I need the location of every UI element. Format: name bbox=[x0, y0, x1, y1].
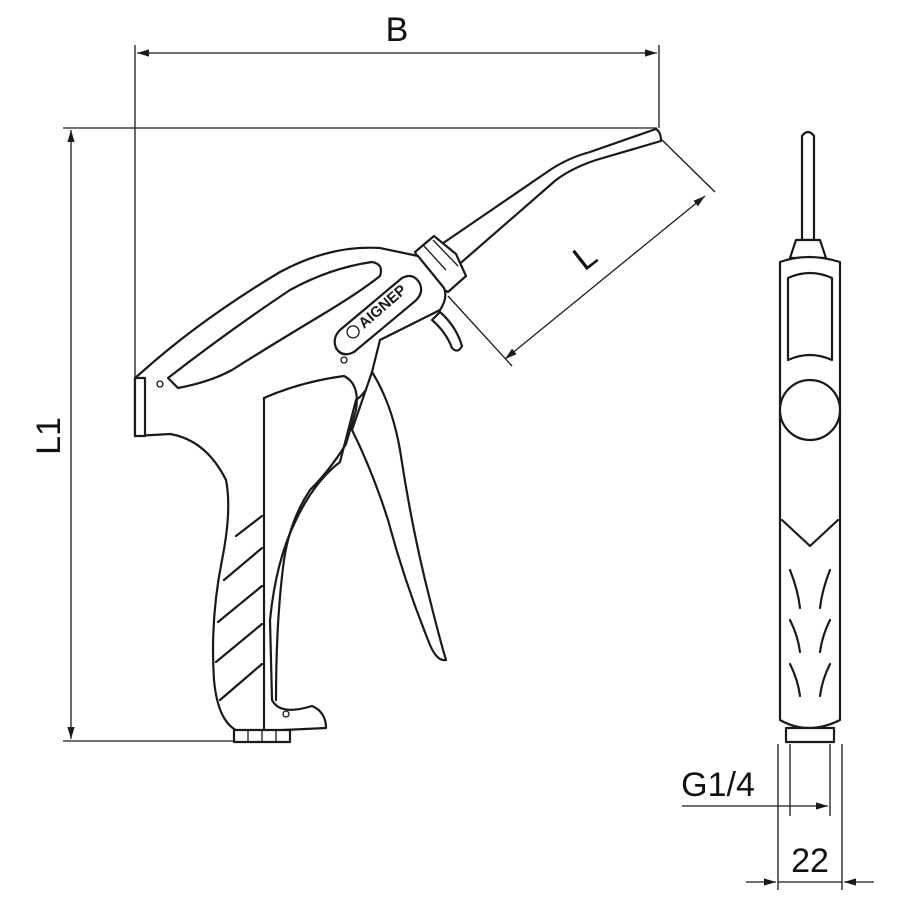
front-trigger-knob bbox=[778, 378, 842, 442]
screw-hole bbox=[156, 380, 164, 388]
nozzle-tube bbox=[434, 127, 663, 276]
grip-rib bbox=[218, 662, 264, 702]
nut-edge-1 bbox=[423, 245, 447, 271]
front-inlet-fitting bbox=[784, 726, 836, 744]
upper-loop-opening bbox=[166, 260, 383, 390]
front-nozzle bbox=[800, 130, 816, 242]
screw-hole bbox=[340, 356, 348, 364]
front-nut bbox=[788, 238, 828, 260]
blow-gun-side-view: AIGNEP bbox=[133, 127, 663, 744]
grip-rib-pair bbox=[788, 662, 832, 698]
blow-gun-front-view: G1/4 22 bbox=[681, 130, 874, 890]
dimension-line-l bbox=[504, 195, 706, 360]
grip-rib bbox=[234, 514, 264, 538]
nut-edge-2 bbox=[432, 239, 459, 267]
dimension-l1: L1 bbox=[30, 127, 657, 742]
logo-badge bbox=[333, 274, 423, 356]
grip-rib bbox=[216, 584, 264, 624]
front-grip-chevron bbox=[780, 518, 840, 548]
label-g14: G1/4 bbox=[681, 766, 755, 804]
front-body bbox=[778, 255, 842, 730]
label-b: B bbox=[386, 11, 409, 49]
grip-rib-pair bbox=[788, 568, 832, 610]
label-l: L bbox=[566, 237, 604, 279]
trigger-lever bbox=[350, 370, 448, 662]
dimension-b: B bbox=[134, 11, 660, 378]
extension-line-nozzle-base bbox=[447, 295, 513, 367]
front-plate bbox=[133, 376, 147, 438]
label-l1: L1 bbox=[30, 417, 68, 455]
grip-rib-pair bbox=[788, 618, 832, 654]
screw-hole bbox=[282, 710, 290, 718]
trigger-tip bbox=[430, 310, 464, 352]
extension-line-nozzle-tip bbox=[659, 137, 716, 193]
dimension-l: L bbox=[447, 137, 716, 367]
label-22: 22 bbox=[791, 842, 829, 880]
grip-ribs bbox=[214, 514, 264, 702]
grip-rib bbox=[214, 622, 264, 664]
front-head-panel bbox=[786, 271, 834, 362]
grip-panel-edge bbox=[262, 374, 358, 702]
front-grip-ribs bbox=[788, 568, 832, 698]
grip-rib bbox=[222, 546, 264, 582]
gun-body bbox=[133, 246, 447, 734]
